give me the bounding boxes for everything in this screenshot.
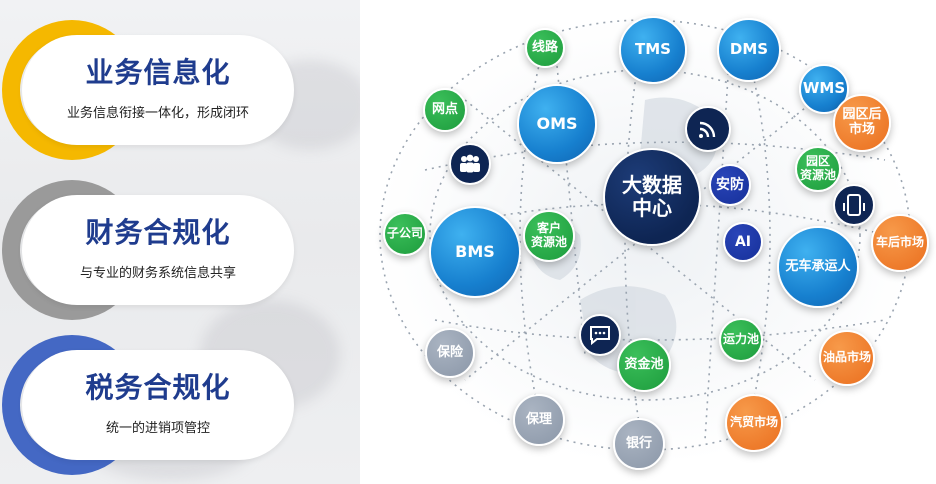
card-pill: 业务信息化 业务信息衔接一体化，形成闭环 <box>22 35 294 145</box>
node-bms: BMS <box>429 206 521 298</box>
node-dms: DMS <box>717 18 781 82</box>
network-diagram: 线路 TMS DMS WMS 园区后市场 网点 OMS 园区资源池 大数据中心 … <box>345 0 936 484</box>
mobile-icon <box>843 194 865 216</box>
card-business: 业务信息化 业务信息衔接一体化，形成闭环 <box>0 20 300 160</box>
node-oms: OMS <box>517 84 597 164</box>
node-yuanqu: 园区资源池 <box>795 146 841 192</box>
card-subtitle: 与专业的财务系统信息共享 <box>79 266 236 281</box>
node-anfang: 安防 <box>709 164 751 206</box>
node-yinhang: 银行 <box>613 418 665 470</box>
node-wangdian: 网点 <box>423 88 467 132</box>
users-icon-node <box>449 143 491 185</box>
node-youpin: 油品市场 <box>819 330 875 386</box>
node-yuanquhou: 园区后市场 <box>833 94 891 152</box>
card-title: 税务合规化 <box>85 371 231 404</box>
left-panel: 业务信息化 业务信息衔接一体化，形成闭环 财务合规化 与专业的财务系统信息共享 … <box>0 0 360 484</box>
card-title: 业务信息化 <box>85 56 231 89</box>
card-tax: 税务合规化 统一的进销项管控 <box>0 335 300 475</box>
card-title: 财务合规化 <box>85 216 231 249</box>
node-zigongsi: 子公司 <box>383 212 427 256</box>
node-kehu: 客户资源池 <box>523 210 575 262</box>
node-xianlu: 线路 <box>525 28 565 68</box>
chat-icon <box>590 326 610 346</box>
node-center: 大数据中心 <box>603 148 701 246</box>
node-baoxian: 保险 <box>425 328 475 378</box>
node-ai: AI <box>723 222 763 262</box>
node-yunli: 运力池 <box>719 318 763 362</box>
node-chehou: 车后市场 <box>871 214 929 272</box>
chat-icon-node <box>579 314 621 356</box>
wifi-icon-node <box>685 106 731 152</box>
node-tms: TMS <box>619 16 687 84</box>
card-subtitle: 统一的进销项管控 <box>105 421 210 436</box>
users-icon <box>460 154 480 173</box>
node-zijin: 资金池 <box>617 338 671 392</box>
card-finance: 财务合规化 与专业的财务系统信息共享 <box>0 180 300 320</box>
node-wuche: 无车承运人 <box>777 226 859 308</box>
mobile-icon-node <box>833 184 875 226</box>
node-baoli: 保理 <box>513 394 565 446</box>
card-pill: 税务合规化 统一的进销项管控 <box>22 350 294 460</box>
node-qimao: 汽贸市场 <box>725 394 783 452</box>
card-subtitle: 业务信息衔接一体化，形成闭环 <box>66 106 249 121</box>
card-pill: 财务合规化 与专业的财务系统信息共享 <box>22 195 294 305</box>
wifi-icon <box>699 121 716 138</box>
